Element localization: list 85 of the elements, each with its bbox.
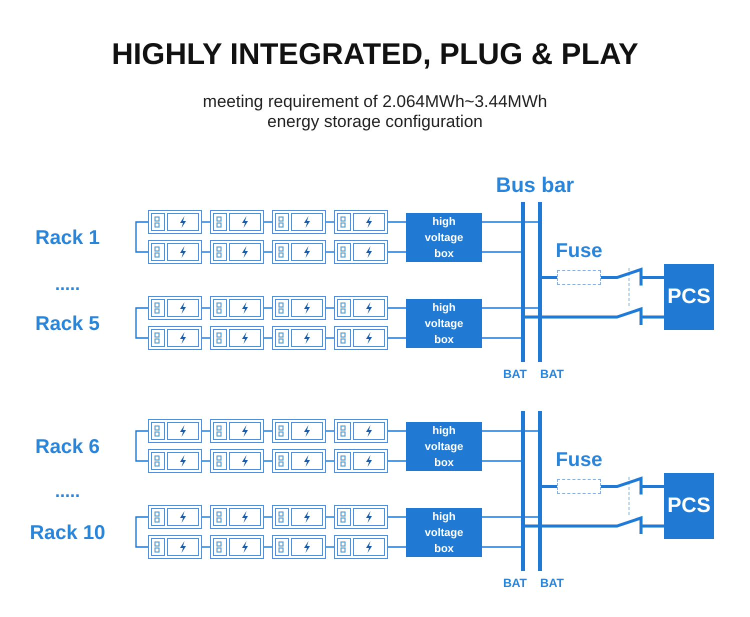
battery-module: [272, 210, 326, 234]
wire: [524, 306, 664, 326]
wire: [135, 221, 148, 253]
fuse-box: [557, 270, 601, 285]
wire: [542, 276, 557, 279]
high-voltage-box: high voltage box: [406, 213, 482, 262]
battery-module: [210, 240, 264, 264]
battery-module: [148, 326, 202, 350]
battery-module: [272, 419, 326, 443]
battery-module: [272, 240, 326, 264]
battery-module: [334, 505, 388, 529]
battery-module: [272, 326, 326, 350]
battery-module: [148, 535, 202, 559]
battery-module: [210, 449, 264, 473]
wire: [388, 430, 406, 432]
wire: [388, 460, 406, 462]
battery-module: [210, 419, 264, 443]
battery-module: [210, 535, 264, 559]
battery-module: [272, 449, 326, 473]
wire: [482, 460, 521, 462]
bat-label: BAT: [539, 367, 565, 381]
wire: [482, 516, 538, 518]
wire: [601, 476, 664, 496]
bus-bar-label: Bus bar: [494, 174, 576, 198]
wire: [601, 267, 664, 287]
battery-module: [334, 326, 388, 350]
page-title: HIGHLY INTEGRATED, PLUG & PLAY: [110, 38, 640, 72]
wire: [388, 307, 406, 309]
wire: [482, 430, 538, 432]
wire: [482, 546, 521, 548]
rack-label: Rack 10: [28, 522, 106, 545]
subtitle: meeting requirement of 2.064MWh~3.44MWh energy storage configuration: [202, 92, 548, 132]
bat-label: BAT: [502, 367, 528, 381]
battery-module: [210, 296, 264, 320]
battery-module: [334, 296, 388, 320]
battery-module: [210, 505, 264, 529]
battery-module: [210, 326, 264, 350]
wire: [482, 251, 521, 253]
fuse-box: [557, 479, 601, 494]
rack-label: Rack 6: [34, 436, 101, 459]
battery-module: [210, 210, 264, 234]
high-voltage-box: high voltage box: [406, 299, 482, 348]
wire: [388, 221, 406, 223]
wire: [388, 251, 406, 253]
battery-module: [148, 505, 202, 529]
high-voltage-box: high voltage box: [406, 508, 482, 557]
wire: [482, 307, 538, 309]
pcs-box: PCS: [664, 264, 714, 330]
ellipsis-mark: .....: [54, 274, 81, 295]
rack-label: Rack 1: [34, 227, 101, 250]
battery-module: [148, 449, 202, 473]
bus-bar: [521, 202, 524, 362]
battery-module: [334, 535, 388, 559]
wire: [135, 430, 148, 462]
wire: [482, 337, 521, 339]
rack-label: Rack 5: [34, 313, 101, 336]
battery-module: [148, 296, 202, 320]
battery-module: [272, 296, 326, 320]
wire: [388, 546, 406, 548]
wire: [135, 307, 148, 339]
wire: [542, 485, 557, 488]
fuse-label: Fuse: [554, 449, 604, 472]
bus-bar: [521, 411, 524, 571]
battery-module: [334, 240, 388, 264]
wire: [135, 516, 148, 548]
battery-module: [334, 419, 388, 443]
bus-bar: [538, 202, 542, 362]
wire: [388, 516, 406, 518]
high-voltage-box: high voltage box: [406, 422, 482, 471]
wire: [388, 337, 406, 339]
battery-module: [148, 240, 202, 264]
fuse-label: Fuse: [554, 240, 604, 263]
battery-module: [272, 535, 326, 559]
wire: [482, 221, 538, 223]
bat-label: BAT: [539, 576, 565, 590]
battery-module: [148, 419, 202, 443]
wire: [524, 516, 664, 536]
bat-label: BAT: [502, 576, 528, 590]
battery-module: [334, 210, 388, 234]
ellipsis-mark: .....: [54, 481, 81, 502]
pcs-box: PCS: [664, 473, 714, 539]
battery-module: [334, 449, 388, 473]
battery-module: [272, 505, 326, 529]
bus-bar: [538, 411, 542, 571]
battery-module: [148, 210, 202, 234]
